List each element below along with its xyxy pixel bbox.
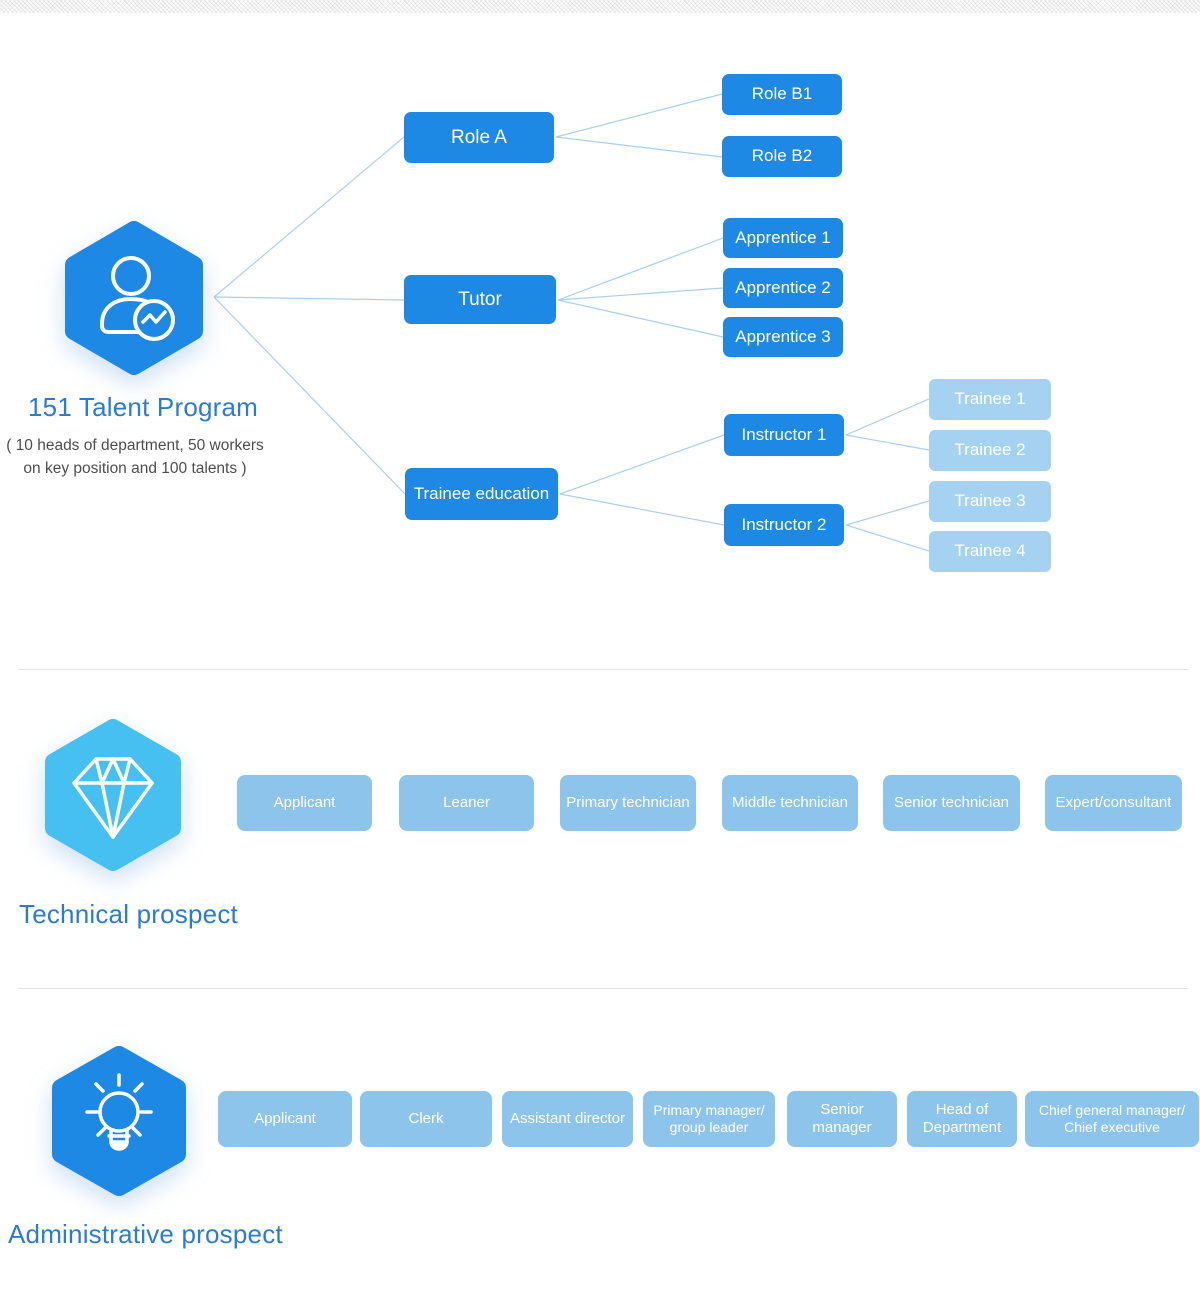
- admin-step-clerk: Clerk: [360, 1091, 492, 1147]
- admin-step-head-of-department: Head of Department: [907, 1091, 1017, 1147]
- technical-step-leaner: Leaner: [399, 775, 534, 831]
- program-subtitle-line1: ( 10 heads of department, 50 workers: [6, 437, 264, 454]
- node-tutor: Tutor: [404, 275, 556, 324]
- technical-step-primary-technician: Primary technician: [560, 775, 696, 831]
- lightbulb-icon: [52, 1046, 186, 1196]
- section-divider-1: [18, 669, 1188, 670]
- technical-step-senior-technician: Senior technician: [883, 775, 1020, 831]
- node-apprentice-1: Apprentice 1: [723, 218, 843, 258]
- node-role-b1: Role B1: [722, 74, 842, 115]
- technical-step-middle-technician: Middle technician: [722, 775, 858, 831]
- program-subtitle: ( 10 heads of department, 50 workers on …: [2, 434, 268, 480]
- admin-step-assistant-director: Assistant director: [502, 1091, 633, 1147]
- node-trainee-2: Trainee 2: [929, 430, 1051, 471]
- node-apprentice-2: Apprentice 2: [723, 268, 843, 308]
- section-divider-2: [18, 988, 1188, 989]
- node-trainee-3: Trainee 3: [929, 481, 1051, 522]
- technical-step-applicant: Applicant: [237, 775, 372, 831]
- diamond-icon: [45, 719, 181, 871]
- decorative-hatch-strip: [0, 0, 1200, 13]
- admin-step-chief-general-manager: Chief general manager/ Chief executive: [1025, 1091, 1199, 1147]
- admin-step-primary-manager: Primary manager/ group leader: [643, 1091, 775, 1147]
- technical-prospect-title: Technical prospect: [19, 899, 238, 929]
- node-trainee-1: Trainee 1: [929, 379, 1051, 420]
- admin-step-applicant: Applicant: [218, 1091, 352, 1147]
- node-role-b2: Role B2: [722, 136, 842, 177]
- node-trainee-4: Trainee 4: [929, 531, 1051, 572]
- admin-step-senior-manager: Senior manager: [787, 1091, 897, 1147]
- node-instructor-2: Instructor 2: [724, 504, 844, 546]
- node-role-a: Role A: [404, 112, 554, 163]
- technical-step-expert-consultant: Expert/consultant: [1045, 775, 1182, 831]
- program-title: 151 Talent Program: [28, 392, 259, 422]
- administrative-prospect-title: Administrative prospect: [8, 1219, 283, 1249]
- program-subtitle-line2: on key position and 100 talents ): [23, 460, 247, 477]
- node-instructor-1: Instructor 1: [724, 414, 844, 456]
- node-apprentice-3: Apprentice 3: [723, 317, 843, 357]
- person-chart-icon: [65, 221, 203, 375]
- node-trainee-education: Trainee education: [405, 468, 558, 520]
